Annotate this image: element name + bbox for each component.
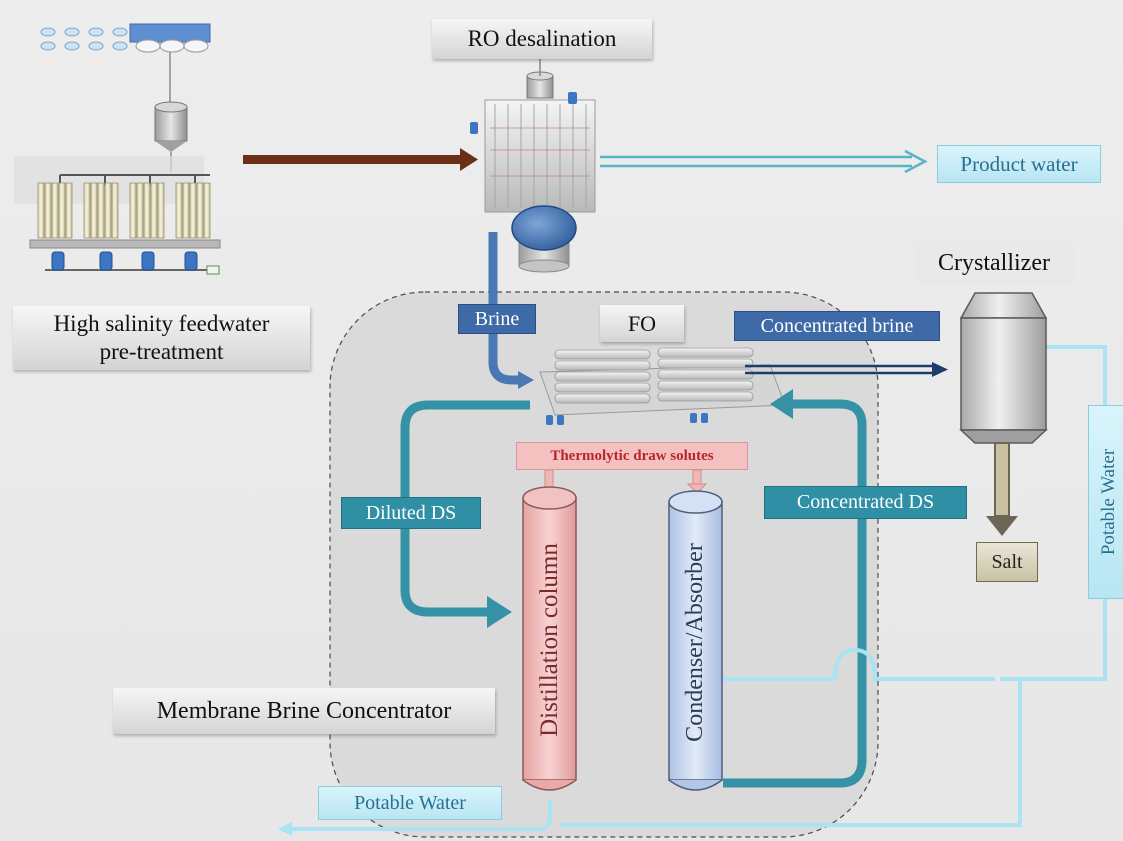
condenser-absorber-column <box>668 490 723 791</box>
potable-water-right-label: Potable Water <box>1088 405 1123 599</box>
concentrated-brine-label: Concentrated brine <box>734 311 940 341</box>
feed-arrow <box>243 148 478 171</box>
feedwater-label-line2: pre-treatment <box>99 339 224 364</box>
potable-water-outlet-arrow <box>278 822 292 836</box>
membrane-brine-concentrator-label: Membrane Brine Concentrator <box>113 688 495 734</box>
fo-label: FO <box>600 305 684 342</box>
fo-module-icon <box>539 347 786 425</box>
thermolytic-draw-solutes-label: Thermolytic draw solutes <box>516 442 748 470</box>
feedwater-label-line1: High salinity feedwater <box>53 311 270 336</box>
product-water-label: Product water <box>937 145 1101 183</box>
potable-water-bottom-label: Potable Water <box>318 786 502 820</box>
potable-water-right-text: Potable Water <box>1098 448 1119 556</box>
concentrated-ds-label: Concentrated DS <box>764 486 967 519</box>
crystallizer-vessel-icon <box>959 292 1048 444</box>
condenser-absorber-text: Condenser/Absorber <box>682 543 708 742</box>
ro-desalination-label: RO desalination <box>432 19 652 59</box>
salt-arrow <box>986 442 1018 536</box>
brine-label: Brine <box>458 304 536 334</box>
pretreatment-plant-icon <box>14 23 221 275</box>
distillation-column <box>522 486 577 791</box>
distillation-column-label: Distillation column <box>523 500 576 780</box>
diluted-ds-label: Diluted DS <box>341 497 481 529</box>
concentrated-brine-arrow <box>745 362 948 377</box>
condenser-absorber-label: Condenser/Absorber <box>669 505 722 780</box>
distillation-column-text: Distillation column <box>535 543 563 737</box>
thermolytic-connectors <box>544 469 708 494</box>
salt-label: Salt <box>976 542 1038 582</box>
product-water-arrow <box>600 149 928 174</box>
crystallizer-label: Crystallizer <box>914 241 1074 285</box>
brine-arrow <box>488 232 534 389</box>
ro-unit-icon <box>470 46 596 273</box>
concentrated-ds-arrow <box>723 389 867 788</box>
feedwater-label: High salinity feedwater pre-treatment <box>13 306 310 370</box>
